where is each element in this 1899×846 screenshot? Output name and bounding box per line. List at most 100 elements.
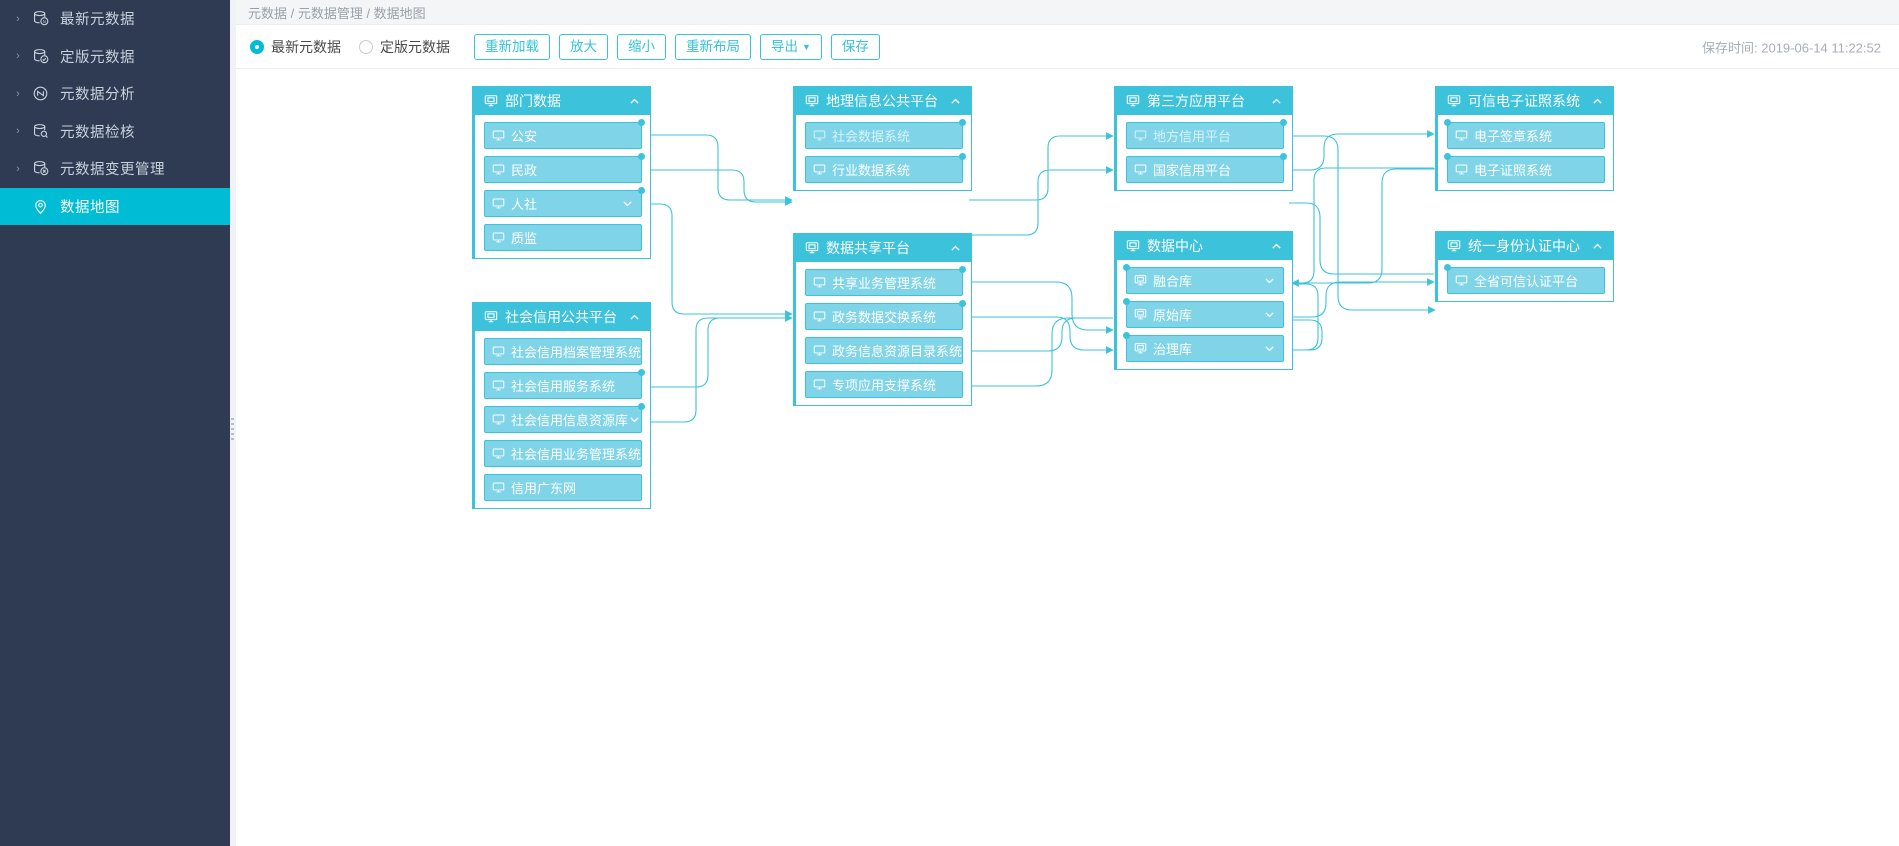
group-header[interactable]: 第三方应用平台: [1117, 87, 1292, 115]
save-button[interactable]: 保存: [830, 33, 880, 60]
group-data-share-platform[interactable]: 数据共享平台 共享业务管理系统 政务数据交换系统: [793, 233, 972, 406]
chevron-down-icon[interactable]: [628, 413, 641, 426]
node-item[interactable]: 社会信用信息资源库: [484, 403, 645, 433]
node-item[interactable]: 公安: [484, 119, 645, 149]
server-icon: [805, 241, 819, 255]
chevron-down-icon[interactable]: [1261, 274, 1277, 287]
sidebar-item-2[interactable]: › 元数据分析: [0, 75, 230, 113]
chevron-up-icon[interactable]: [1589, 240, 1605, 253]
radio-latest-metadata[interactable]: 最新元数据: [250, 37, 341, 57]
node-label: 民政: [511, 163, 538, 178]
node-item[interactable]: 信用广东网: [484, 474, 642, 501]
node-item[interactable]: 专项应用支撑系统: [805, 371, 963, 398]
export-dropdown-button[interactable]: 导出▼: [760, 33, 822, 60]
chevron-up-icon[interactable]: [1268, 240, 1284, 253]
node-item[interactable]: 社会信用服务系统: [484, 369, 645, 399]
node-label: 社会信用信息资源库: [511, 413, 629, 428]
chevron-up-icon[interactable]: [1589, 95, 1605, 108]
chevron-up-icon[interactable]: [626, 311, 642, 324]
node-item[interactable]: 社会信用档案管理系统: [484, 338, 642, 365]
sidebar-item-0[interactable]: › N 最新元数据: [0, 0, 230, 38]
node-label: 社会信用档案管理系统: [511, 345, 642, 360]
chevron-down-icon[interactable]: [1261, 342, 1277, 355]
group-body: 共享业务管理系统 政务数据交换系统 政务信息资源目录系统 专项应用: [796, 262, 971, 405]
monitor-icon: [492, 345, 505, 358]
group-trusted-ecert-system[interactable]: 可信电子证照系统 电子签章系统 电子证照系统: [1435, 86, 1614, 191]
chevron-down-icon[interactable]: [1261, 308, 1277, 321]
chevron-down-icon[interactable]: [619, 197, 635, 210]
main-content: 元数据 / 元数据管理 / 数据地图 最新元数据 定版元数据 重新加载 放大 缩…: [236, 0, 1899, 846]
group-unified-auth-center[interactable]: 统一身份认证中心 全省可信认证平台: [1435, 231, 1614, 302]
node-item[interactable]: 电子证照系统: [1444, 153, 1605, 183]
node-item[interactable]: 社会信用业务管理系统: [484, 440, 642, 467]
connector-anchor[interactable]: [638, 369, 645, 376]
node-item[interactable]: 民政: [484, 153, 645, 183]
group-dept-data[interactable]: 部门数据 公安 民政: [472, 86, 651, 259]
chevron-up-icon[interactable]: [947, 95, 963, 108]
connector-anchor[interactable]: [1280, 119, 1287, 126]
group-header[interactable]: 部门数据: [475, 87, 650, 115]
group-title: 数据共享平台: [826, 240, 910, 256]
connector-anchor[interactable]: [638, 153, 645, 160]
node-item[interactable]: 社会数据系统: [805, 119, 966, 149]
node-item[interactable]: 行业数据系统: [805, 153, 966, 183]
chevron-up-icon[interactable]: [1268, 95, 1284, 108]
group-header[interactable]: 社会信用公共平台: [475, 303, 650, 331]
sidebar-item-data-map[interactable]: 数据地图: [0, 187, 230, 225]
zoom-in-button[interactable]: 放大: [559, 33, 608, 60]
chevron-right-icon: ›: [16, 162, 20, 175]
node-item[interactable]: 政务信息资源目录系统: [805, 337, 963, 364]
group-geo-info-platform[interactable]: 地理信息公共平台 社会数据系统 行业数据系统: [793, 86, 972, 191]
group-header[interactable]: 数据共享平台: [796, 234, 971, 262]
node-label: 行业数据系统: [832, 163, 911, 178]
connector-anchor[interactable]: [1123, 332, 1130, 339]
group-social-credit-platform[interactable]: 社会信用公共平台 社会信用档案管理系统 社会信用服务系统: [472, 302, 651, 509]
connector-anchor[interactable]: [638, 119, 645, 126]
node-label: 人社: [511, 197, 538, 212]
chevron-down-icon: ▼: [802, 41, 811, 52]
connector-anchor[interactable]: [1123, 298, 1130, 305]
reload-button[interactable]: 重新加载: [474, 33, 550, 60]
connector-anchor[interactable]: [959, 119, 966, 126]
sidebar-item-4[interactable]: › 元数据变更管理: [0, 150, 230, 188]
node-item[interactable]: 电子签章系统: [1444, 119, 1605, 149]
connector-anchor[interactable]: [638, 187, 645, 194]
node-item[interactable]: 全省可信认证平台: [1444, 264, 1605, 294]
connector-anchor[interactable]: [959, 266, 966, 273]
monitor-icon: [813, 163, 826, 176]
node-label: 治理库: [1153, 342, 1193, 357]
node-label: 电子证照系统: [1474, 163, 1553, 178]
group-third-party-platform[interactable]: 第三方应用平台 地方信用平台 国家信用平台: [1114, 86, 1293, 191]
node-item[interactable]: 地方信用平台: [1126, 119, 1287, 149]
sidebar-item-3[interactable]: › 元数据检核: [0, 113, 230, 151]
connector-anchor[interactable]: [638, 403, 645, 410]
group-header[interactable]: 数据中心: [1117, 232, 1292, 260]
node-item[interactable]: 政务数据交换系统: [805, 300, 966, 330]
connector-anchor[interactable]: [1444, 153, 1451, 160]
node-item[interactable]: 共享业务管理系统: [805, 266, 966, 296]
node-item[interactable]: 国家信用平台: [1126, 153, 1287, 183]
connector-anchor[interactable]: [1444, 119, 1451, 126]
node-item[interactable]: 治理库: [1123, 332, 1284, 362]
connector-anchor[interactable]: [959, 300, 966, 307]
chevron-up-icon[interactable]: [626, 95, 642, 108]
node-item[interactable]: 人社: [484, 187, 645, 217]
connector-anchor[interactable]: [1444, 264, 1451, 271]
data-map-canvas[interactable]: 部门数据 公安 民政: [236, 70, 1899, 846]
group-header[interactable]: 统一身份认证中心: [1438, 232, 1613, 260]
sidebar-splitter[interactable]: [230, 0, 236, 846]
node-item[interactable]: 质监: [484, 224, 642, 251]
group-header[interactable]: 地理信息公共平台: [796, 87, 971, 115]
connector-anchor[interactable]: [1123, 264, 1130, 271]
connector-anchor[interactable]: [959, 153, 966, 160]
zoom-out-button[interactable]: 缩小: [617, 33, 666, 60]
node-item[interactable]: 原始库: [1123, 298, 1284, 328]
relayout-button[interactable]: 重新布局: [675, 33, 751, 60]
sidebar-item-1[interactable]: › 定版元数据: [0, 38, 230, 76]
radio-versioned-metadata[interactable]: 定版元数据: [359, 37, 450, 57]
group-data-center[interactable]: 数据中心 融合库 原始库: [1114, 231, 1293, 370]
node-item[interactable]: 融合库: [1123, 264, 1284, 294]
group-header[interactable]: 可信电子证照系统: [1438, 87, 1613, 115]
connector-anchor[interactable]: [1280, 153, 1287, 160]
chevron-up-icon[interactable]: [947, 242, 963, 255]
